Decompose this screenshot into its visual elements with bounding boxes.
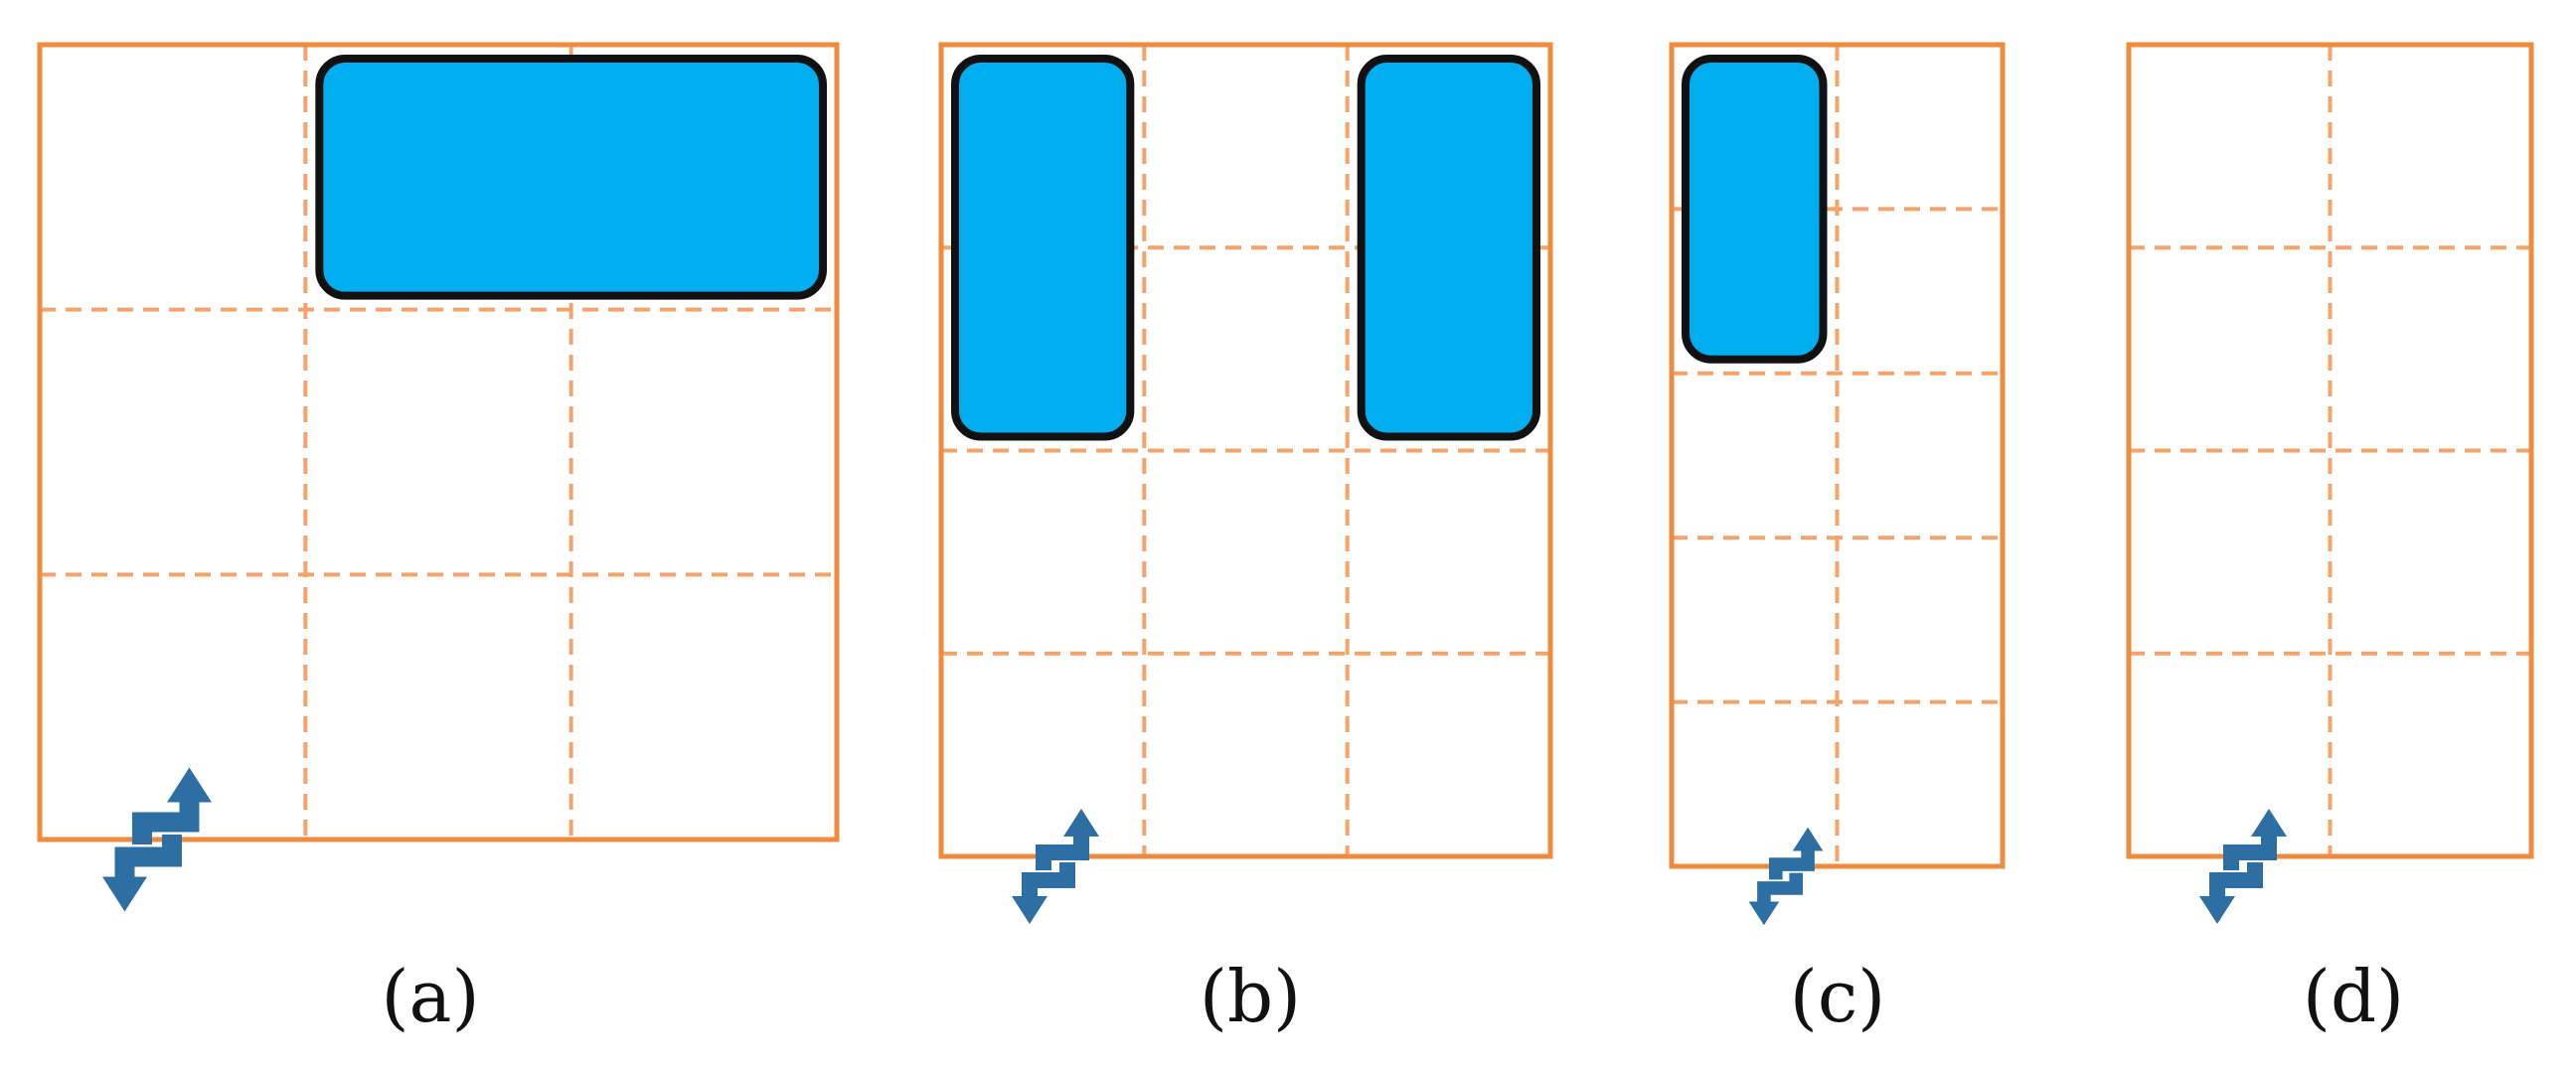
- panel-b: [938, 42, 1553, 924]
- panel-a: [37, 42, 840, 912]
- block: [951, 55, 1135, 441]
- panel-d: [2126, 42, 2534, 924]
- label-a: (a): [381, 955, 479, 1038]
- swap-arrows-icon: [102, 767, 212, 912]
- swap-arrows-icon: [1748, 827, 1824, 926]
- label-d: (d): [2303, 955, 2404, 1038]
- grid-frame: [938, 42, 1553, 859]
- block: [315, 55, 827, 300]
- panel-c: [1669, 42, 2006, 926]
- grid-frame: [37, 42, 840, 842]
- grid-frame: [1669, 42, 2006, 869]
- label-c: (c): [1790, 955, 1886, 1038]
- block: [1682, 55, 1828, 364]
- label-b: (b): [1200, 955, 1301, 1038]
- block: [1357, 55, 1540, 441]
- swap-arrows-icon: [1012, 809, 1099, 924]
- swap-arrows-icon: [2199, 809, 2287, 924]
- grid-frame: [2126, 42, 2534, 859]
